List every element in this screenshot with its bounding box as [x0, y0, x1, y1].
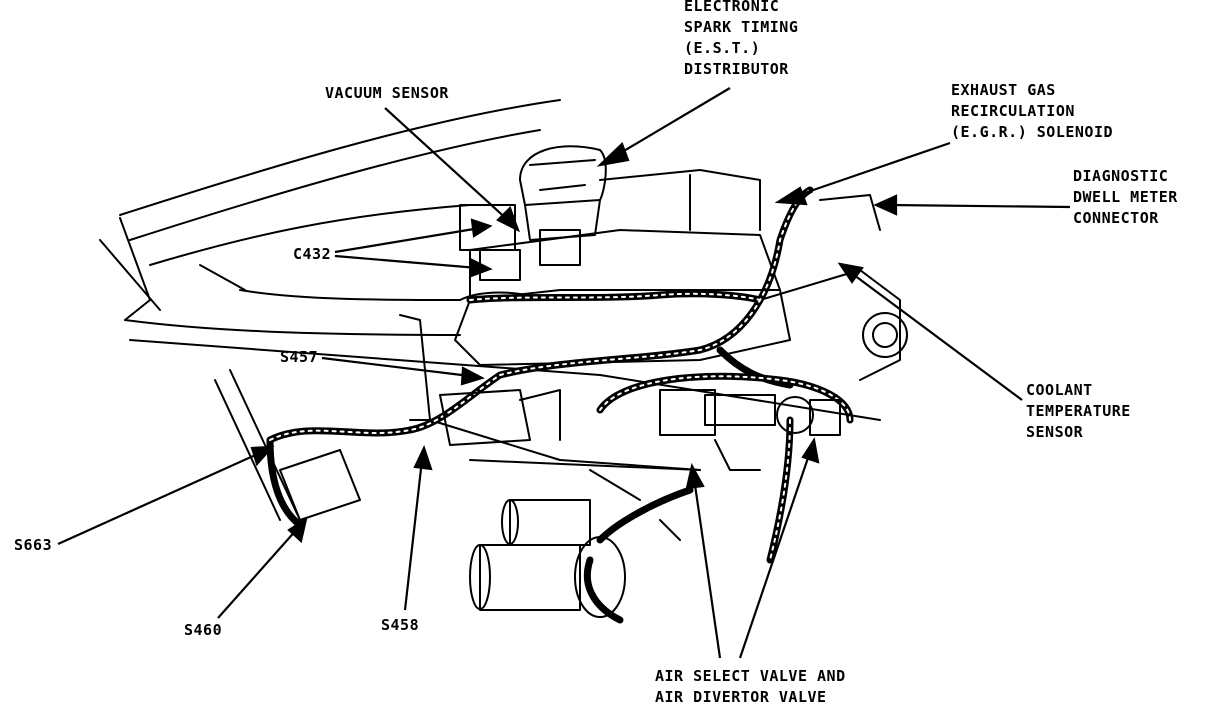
label-est-distributor: ELECTRONIC SPARK TIMING (E.S.T.) DISTRIB…: [684, 0, 799, 78]
engine-block: [399, 169, 908, 471]
label-s457: S457: [280, 348, 319, 366]
label-s663: S663: [14, 536, 53, 554]
leader-lines: [57, 87, 1071, 659]
distributor-cap: [519, 145, 607, 241]
label-vacuum-sensor: VACUUM SENSOR: [325, 84, 449, 102]
label-s460: S460: [184, 621, 223, 639]
hood-outline: [99, 99, 881, 521]
label-c432: C432: [293, 245, 332, 263]
sensor-cluster: [459, 204, 581, 301]
label-air-valves: AIR SELECT VALVE AND AIR DIVERTOR VALVE: [655, 667, 846, 706]
starter-motor: [469, 469, 681, 618]
label-s458: S458: [381, 616, 420, 634]
air-valve-assembly: [659, 389, 841, 471]
label-coolant-sensor: COOLANT TEMPERATURE SENSOR: [1026, 381, 1131, 441]
lower-splice-area: [279, 389, 531, 521]
label-dwell-connector: DIAGNOSTIC DWELL METER CONNECTOR: [1073, 167, 1178, 227]
label-egr-solenoid: EXHAUST GAS RECIRCULATION (E.G.R.) SOLEN…: [951, 81, 1114, 141]
